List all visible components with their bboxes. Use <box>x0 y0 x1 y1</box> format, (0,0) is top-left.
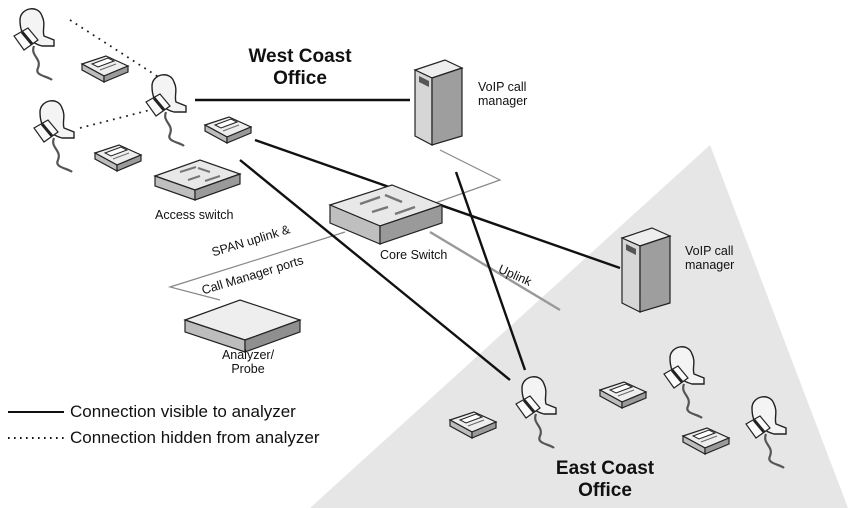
hidden-connection-lines <box>69 19 161 129</box>
voip-west-label-line1: VoIP call <box>478 80 527 94</box>
voip-west-label-line2: manager <box>478 94 528 108</box>
analyzer-label-line2: Probe <box>231 362 265 376</box>
west-user-2 <box>32 99 76 174</box>
west-coast-title-line2: Office <box>273 68 327 89</box>
east-coast-region <box>310 145 848 508</box>
west-phone-1 <box>81 55 129 83</box>
core-switch-label: Core Switch <box>380 248 448 262</box>
west-coast-title-line1: West Coast <box>248 46 352 67</box>
east-coast-title-line2: Office <box>578 480 632 501</box>
voip-east-label: VoIP call manager <box>685 244 734 272</box>
voip-server-west <box>413 59 464 146</box>
access-switch-label: Access switch <box>155 208 234 222</box>
voip-server-east <box>620 227 672 313</box>
west-user-3 <box>144 73 188 148</box>
east-coast-title: East Coast Office <box>535 458 675 502</box>
voip-west-label: VoIP call manager <box>478 80 527 108</box>
legend-visible-text: Connection visible to analyzer <box>70 402 296 421</box>
west-user-1 <box>12 7 56 82</box>
west-coast-title: West Coast Office <box>230 46 370 90</box>
access-switch <box>153 159 242 201</box>
uplink-line <box>429 230 561 312</box>
legend-hidden-text: Connection hidden from analyzer <box>70 428 320 447</box>
core-switch <box>328 184 444 245</box>
west-phone-3 <box>204 116 252 144</box>
analyzer-label-line1: Analyzer/ <box>221 348 275 362</box>
east-coast-title-line1: East Coast <box>555 458 655 479</box>
west-phone-2 <box>94 144 142 172</box>
voip-east-label-line2: manager <box>685 258 735 272</box>
voip-east-label-line1: VoIP call <box>685 244 734 258</box>
analyzer-probe <box>183 299 302 353</box>
analyzer-label: Analyzer/ Probe <box>218 348 278 376</box>
